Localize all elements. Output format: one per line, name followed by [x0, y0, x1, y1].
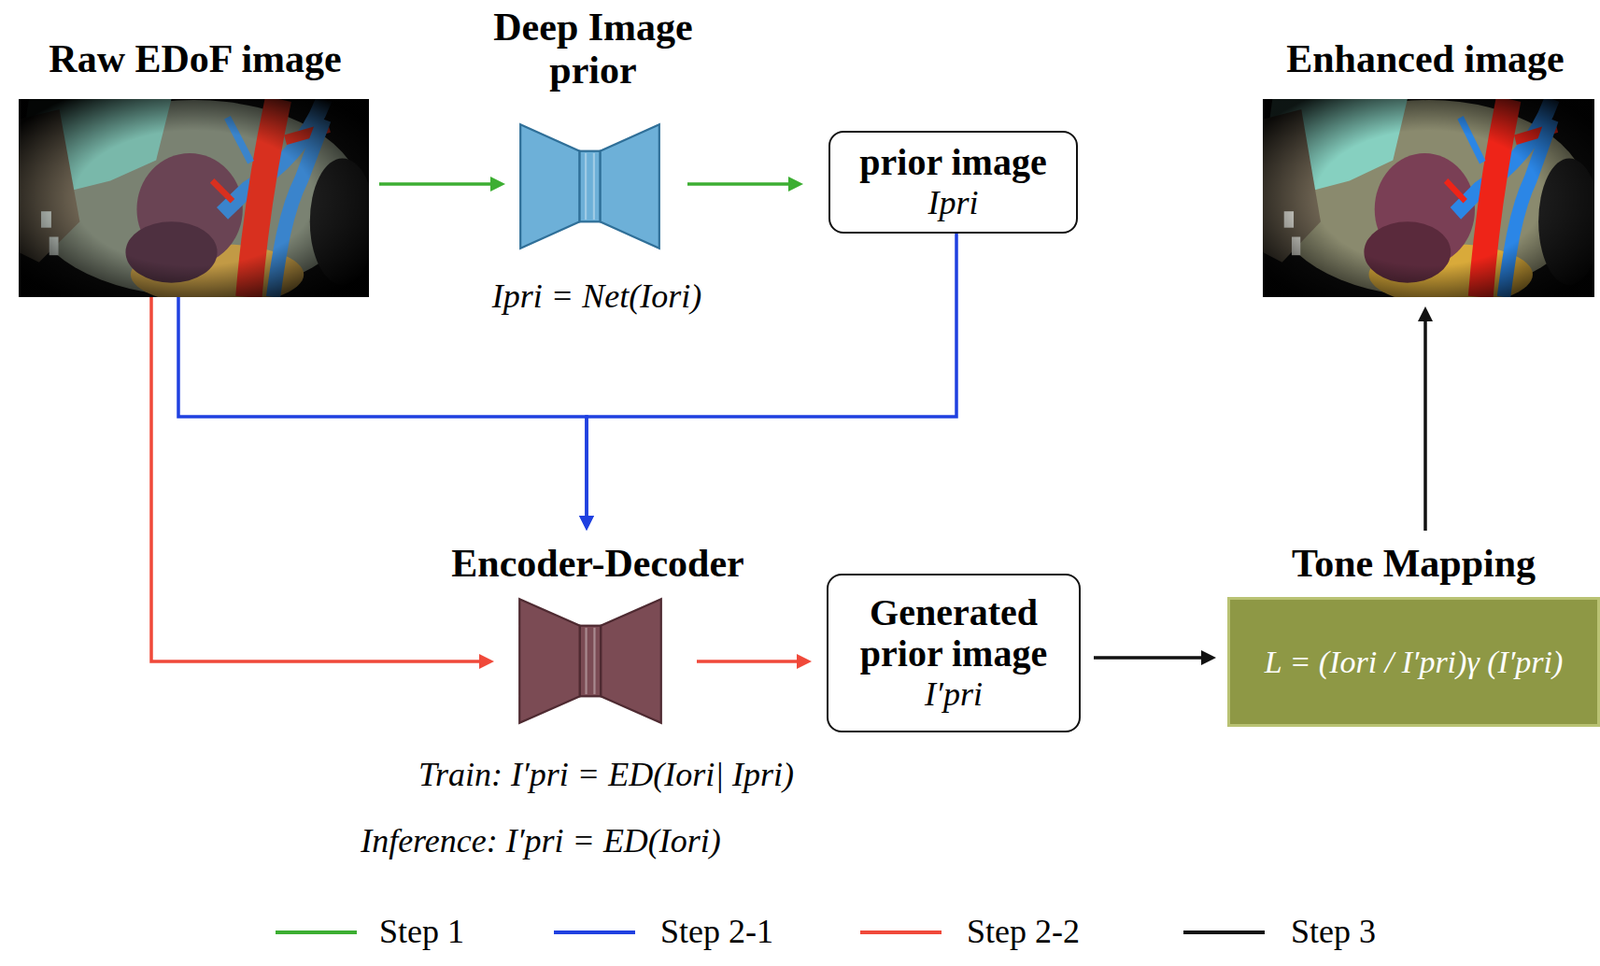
connector — [178, 297, 595, 531]
wing — [519, 598, 581, 723]
formula: Train: I′pri = ED(Iori| Ipri) — [418, 754, 794, 794]
formula-holder: Ipri = Net(Iori) — [492, 276, 702, 316]
input-image-node: Raw EDoF image — [16, 37, 374, 299]
output-image-node: Enhanced image — [1256, 37, 1595, 299]
connector — [687, 176, 804, 192]
connector — [696, 653, 812, 669]
connector-line — [687, 182, 793, 186]
formula: L = (Iori / I′pri)γ (I′pri) — [1264, 643, 1564, 681]
bottleneck — [580, 625, 601, 697]
symbol: I′pri — [924, 674, 983, 714]
formula-holder: Train: I′pri = ED(Iori| Ipri) — [418, 754, 794, 794]
box-title: Tone Mapping — [1227, 541, 1600, 585]
connector — [151, 297, 495, 669]
connector-line — [696, 659, 801, 664]
formula: Inference: I′pri = ED(Iori) — [360, 821, 722, 861]
vignette — [1262, 99, 1595, 298]
legend-label: Step 3 — [1290, 912, 1376, 950]
vignette — [18, 99, 369, 298]
legend-line — [275, 930, 357, 935]
connector-line — [151, 297, 483, 662]
connector-line — [178, 297, 587, 520]
arrowhead — [579, 515, 595, 531]
network-node: Encoder-DecoderTrain: I′pri = ED(Iori| I… — [410, 541, 785, 850]
image-title: Enhanced image — [1256, 37, 1595, 81]
network-title: Encoder-Decoder — [410, 541, 785, 585]
surgical-image — [1262, 99, 1595, 298]
image-ground — [1262, 99, 1595, 298]
arrowhead — [788, 176, 804, 192]
wing — [520, 124, 580, 249]
process-box: Generated prior imageI′pri — [826, 573, 1081, 733]
wing — [600, 598, 662, 723]
connector-line — [1093, 655, 1205, 660]
arrowhead — [1417, 306, 1433, 322]
highlight — [584, 627, 587, 694]
arrowhead — [479, 653, 495, 669]
connector — [1417, 306, 1433, 531]
arrowhead — [490, 176, 506, 192]
process-box: prior imageIpri — [828, 130, 1078, 234]
legend-line — [1183, 930, 1265, 935]
highlight — [584, 153, 587, 220]
tone-mapping-node: Tone Mapping L = (Iori / I′pri)γ (I′pri) — [1227, 541, 1600, 729]
image-ground — [18, 99, 369, 298]
network-title: Deep Image prior — [467, 5, 720, 92]
symbol: Ipri — [928, 183, 979, 223]
arrowhead — [796, 653, 812, 669]
legend-line — [860, 930, 942, 935]
wing — [599, 124, 659, 249]
connector — [379, 176, 506, 192]
legend-label: Step 2-2 — [966, 912, 1080, 950]
network-node: Deep Image priorIpri = Net(Iori) — [467, 5, 720, 314]
formula: Ipri = Net(Iori) — [492, 276, 702, 316]
surgical-image — [18, 99, 369, 298]
network-symbol — [517, 596, 664, 725]
connector-line — [379, 182, 495, 186]
connector-line — [586, 233, 957, 520]
image-title: Raw EDoF image — [16, 37, 374, 81]
formula-holder: Inference: I′pri = ED(Iori) — [360, 821, 722, 861]
arrowhead — [1201, 650, 1217, 666]
connector-line — [1423, 317, 1428, 531]
highlight — [593, 153, 595, 220]
tone-mapping-box: L = (Iori / I′pri)γ (I′pri) — [1227, 596, 1600, 727]
highlight — [593, 627, 595, 694]
legend-label: Step 1 — [379, 912, 465, 950]
connector — [1093, 650, 1217, 666]
bottleneck — [580, 151, 601, 223]
legend-line — [553, 930, 636, 935]
box-title: prior image — [859, 141, 1047, 184]
legend-label: Step 2-1 — [660, 912, 774, 950]
network-symbol — [518, 122, 662, 251]
arrowhead — [579, 515, 595, 531]
box-title: Generated prior image — [843, 592, 1064, 675]
